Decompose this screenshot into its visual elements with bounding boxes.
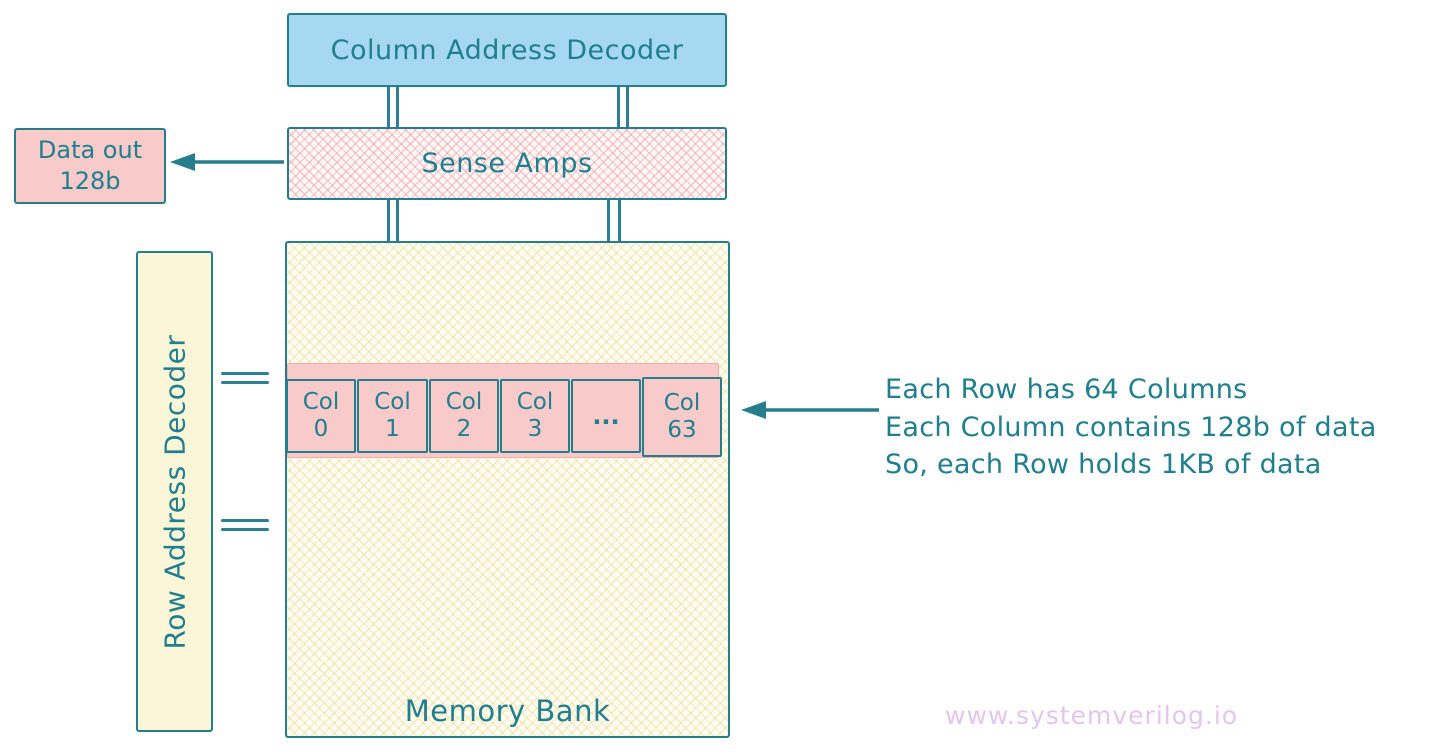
bus-line <box>221 519 269 522</box>
bus-line <box>626 86 629 128</box>
data-out-box: Data out 128b <box>14 128 166 204</box>
col-cell-1: Col 1 <box>357 379 428 453</box>
data-out-arrow-icon <box>170 153 284 171</box>
col-cell-label: Col <box>663 390 701 416</box>
bus-line <box>617 86 620 128</box>
data-out-label-line1: Data out <box>37 136 143 164</box>
memory-bank-box: Memory Bank <box>285 241 730 738</box>
bus-line <box>607 200 610 242</box>
bus-line <box>618 200 621 242</box>
annotation-line-2: Each Column contains 128b of data <box>885 411 1377 443</box>
col-cell-index: 1 <box>385 416 400 442</box>
annotation-line-1: Each Row has 64 Columns <box>885 374 1248 405</box>
bus-line <box>387 86 390 128</box>
memory-bank-label: Memory Bank <box>404 694 611 728</box>
watermark: www.systemverilog.io <box>945 701 1239 730</box>
column-address-decoder-box: Column Address Decoder <box>287 13 727 87</box>
ellipsis-label: ... <box>592 401 620 430</box>
col-cell-index: 0 <box>313 416 329 442</box>
col-cell-index: 2 <box>456 416 472 442</box>
bus-line <box>221 372 269 375</box>
sense-amps-box: Sense Amps <box>287 127 727 200</box>
annotation-line-3: So, each Row holds 1KB of data <box>885 449 1322 480</box>
row-annotation-arrow-icon <box>741 401 879 419</box>
col-cell-ellipsis: ... <box>571 379 641 453</box>
col-cell-2: Col 2 <box>429 379 499 453</box>
row-annotation: Each Row has 64 Columns Each Column cont… <box>885 371 1377 484</box>
col-cell-label: Col <box>516 389 554 415</box>
col-cell-63: Col 63 <box>642 377 722 457</box>
col-cell-label: Col <box>445 389 483 415</box>
data-out-label-line2: 128b <box>59 167 121 195</box>
col-cell-label: Col <box>302 389 340 415</box>
column-address-decoder-label: Column Address Decoder <box>330 34 684 66</box>
col-cell-3: Col 3 <box>500 379 570 453</box>
col-cell-index: 3 <box>527 416 543 442</box>
row-address-decoder-box: Row Address Decoder <box>136 251 213 732</box>
bus-line <box>387 200 390 242</box>
bus-line <box>221 381 269 384</box>
bus-line <box>396 86 399 128</box>
bus-line <box>221 528 269 531</box>
bus-line <box>396 200 399 242</box>
sense-amps-label: Sense Amps <box>421 148 593 179</box>
col-cell-label: Col <box>374 389 411 415</box>
col-cell-index: 63 <box>667 417 697 443</box>
col-cell-0: Col 0 <box>286 379 356 453</box>
row-address-decoder-label: Row Address Decoder <box>158 334 191 649</box>
